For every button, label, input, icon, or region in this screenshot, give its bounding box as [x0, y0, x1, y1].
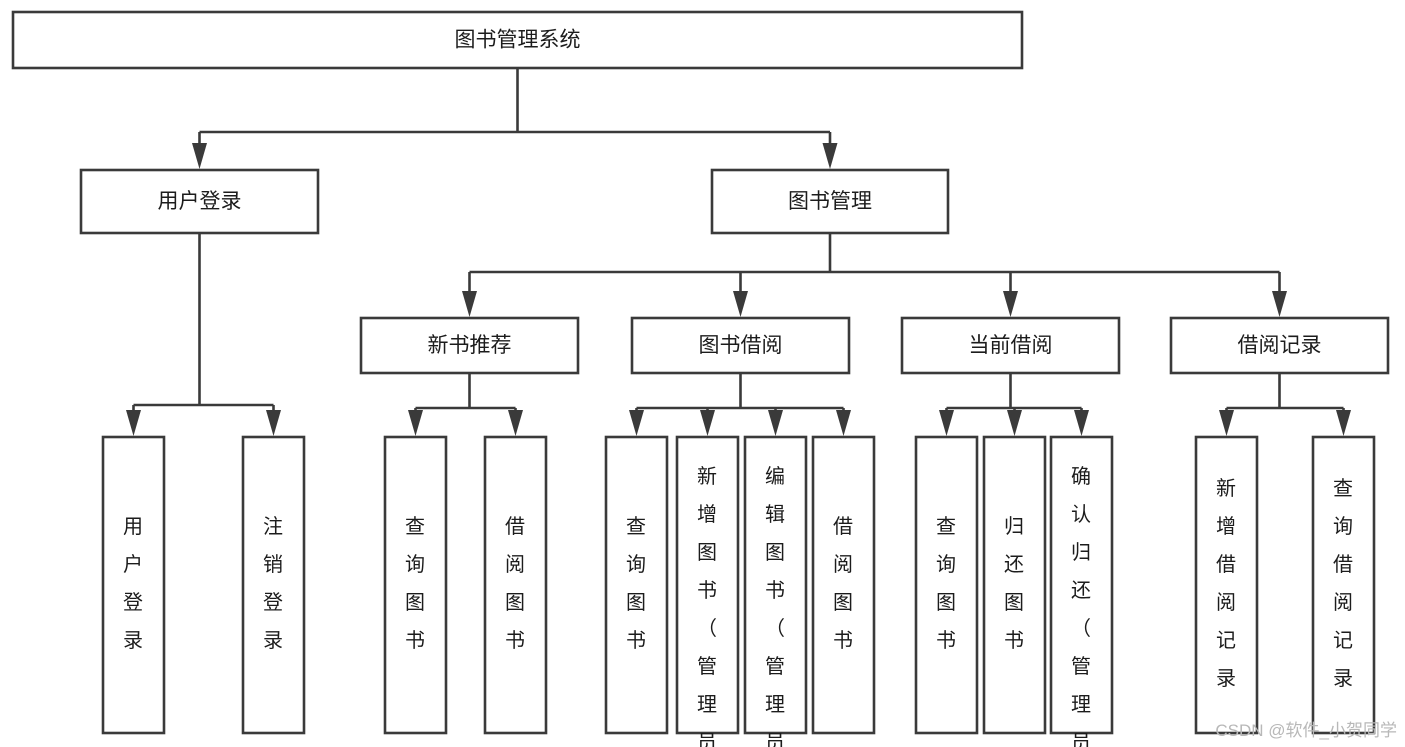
- node-label-leaf-query-book-1: 查询图书: [405, 515, 426, 652]
- node-user-login[interactable]: 用户登录: [79, 168, 320, 235]
- connector-group-book-borrow: [629, 373, 851, 436]
- node-box-leaf-user-login: [101, 435, 166, 735]
- node-leaf-query-book-3[interactable]: 查询图书: [914, 435, 979, 735]
- node-leaf-add-record[interactable]: 新增借阅记录: [1194, 435, 1259, 735]
- node-leaf-query-record[interactable]: 查询借阅记录: [1311, 435, 1376, 735]
- node-box-new-book-recommend: [359, 316, 580, 375]
- node-box-leaf-query-book-1: [383, 435, 448, 735]
- connector-group-root: [192, 68, 838, 169]
- connector-group-current-borrow: [939, 373, 1089, 436]
- node-leaf-borrow-book-1[interactable]: 借阅图书: [483, 435, 548, 735]
- node-label-book-borrow: 图书借阅: [699, 334, 783, 357]
- node-box-borrow-record: [1169, 316, 1390, 375]
- node-leaf-query-book-2[interactable]: 查询图书: [604, 435, 669, 735]
- node-leaf-return-book[interactable]: 归还图书: [982, 435, 1047, 735]
- node-box-leaf-edit-book: [743, 435, 808, 735]
- node-box-leaf-logout: [241, 435, 306, 735]
- node-label-borrow-record: 借阅记录: [1238, 334, 1322, 357]
- node-box-leaf-add-book: [675, 435, 740, 735]
- node-leaf-logout[interactable]: 注销登录: [241, 435, 306, 735]
- node-label-leaf-borrow-book-2: 借阅图书: [833, 515, 854, 652]
- node-label-new-book-recommend: 新书推荐: [428, 334, 512, 357]
- node-new-book-recommend[interactable]: 新书推荐: [359, 316, 580, 375]
- node-box-leaf-confirm-return: [1049, 435, 1114, 735]
- node-leaf-confirm-return[interactable]: 确认归还（管理员）: [1049, 435, 1114, 747]
- node-label-leaf-borrow-book-1: 借阅图书: [505, 515, 526, 652]
- node-box-leaf-add-record: [1194, 435, 1259, 735]
- node-borrow-record[interactable]: 借阅记录: [1169, 316, 1390, 375]
- node-leaf-user-login[interactable]: 用户登录: [101, 435, 166, 735]
- node-current-borrow[interactable]: 当前借阅: [900, 316, 1121, 375]
- connector-group-book-manage: [462, 233, 1287, 317]
- node-label-leaf-return-book: 归还图书: [1004, 515, 1025, 652]
- node-label-leaf-edit-book: 编辑图书（管理员）: [765, 465, 786, 747]
- connector-group-user-login: [126, 233, 281, 436]
- node-book-borrow[interactable]: 图书借阅: [630, 316, 851, 375]
- node-box-user-login: [79, 168, 320, 235]
- node-label-user-login: 用户登录: [158, 190, 242, 213]
- node-root[interactable]: 图书管理系统: [11, 10, 1024, 70]
- node-box-root: [11, 10, 1024, 70]
- connector-group-borrow-record: [1219, 373, 1351, 436]
- node-box-book-manage: [710, 168, 950, 235]
- node-box-book-borrow: [630, 316, 851, 375]
- node-label-current-borrow: 当前借阅: [969, 334, 1053, 357]
- node-label-book-manage: 图书管理: [788, 190, 872, 213]
- node-label-leaf-query-book-2: 查询图书: [626, 515, 647, 652]
- node-leaf-add-book[interactable]: 新增图书（管理员）: [675, 435, 740, 747]
- node-label-leaf-add-record: 新增借阅记录: [1216, 477, 1237, 690]
- node-label-leaf-confirm-return: 确认归还（管理员）: [1071, 465, 1092, 747]
- node-label-root: 图书管理系统: [455, 29, 581, 52]
- node-label-leaf-logout: 注销登录: [263, 515, 284, 652]
- node-book-manage[interactable]: 图书管理: [710, 168, 950, 235]
- connector-group-new-book-recommend: [408, 373, 523, 436]
- node-box-leaf-borrow-book-1: [483, 435, 548, 735]
- node-box-leaf-query-book-2: [604, 435, 669, 735]
- node-box-leaf-return-book: [982, 435, 1047, 735]
- node-label-leaf-query-book-3: 查询图书: [936, 515, 957, 652]
- node-label-leaf-add-book: 新增图书（管理员）: [697, 465, 718, 747]
- node-leaf-edit-book[interactable]: 编辑图书（管理员）: [743, 435, 808, 747]
- node-box-leaf-query-record: [1311, 435, 1376, 735]
- node-label-leaf-user-login: 用户登录: [123, 516, 144, 652]
- node-box-current-borrow: [900, 316, 1121, 375]
- node-box-leaf-query-book-3: [914, 435, 979, 735]
- node-leaf-borrow-book-2[interactable]: 借阅图书: [811, 435, 876, 735]
- node-box-leaf-borrow-book-2: [811, 435, 876, 735]
- node-layer: 图书管理系统用户登录图书管理新书推荐图书借阅当前借阅借阅记录用户登录注销登录查询…: [11, 10, 1390, 747]
- node-leaf-query-book-1[interactable]: 查询图书: [383, 435, 448, 735]
- connector-layer: [126, 68, 1351, 436]
- node-label-leaf-query-record: 查询借阅记录: [1333, 477, 1354, 690]
